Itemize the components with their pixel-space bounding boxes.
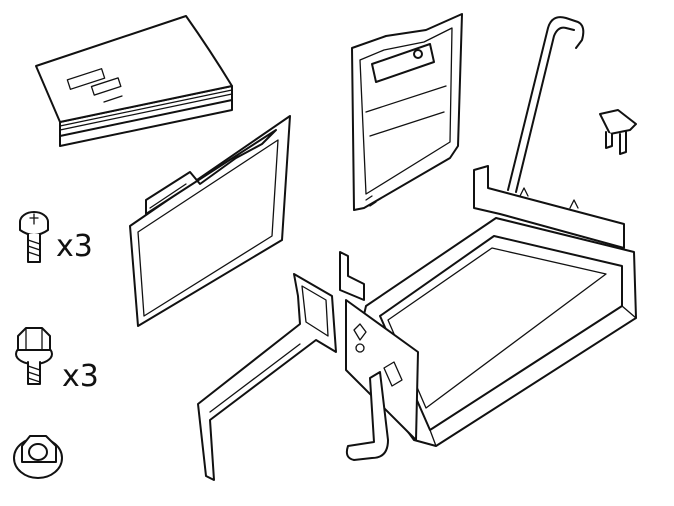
bolt-small-quantity: x3 (56, 229, 93, 264)
torx-bolt-icon (19, 211, 49, 263)
hex-flange-bolt-icon (15, 327, 53, 385)
flange-nut-icon (13, 435, 63, 479)
divider-panel-icon (129, 115, 291, 327)
hook-rod-icon (507, 16, 585, 193)
battery-tray-icon (339, 165, 637, 461)
bolt-flange-quantity: x3 (62, 359, 99, 394)
support-bracket-icon (197, 273, 337, 481)
rear-panel-icon (351, 13, 463, 211)
blade-fuse-icon (599, 109, 637, 155)
manual-booklet-icon (35, 15, 233, 147)
